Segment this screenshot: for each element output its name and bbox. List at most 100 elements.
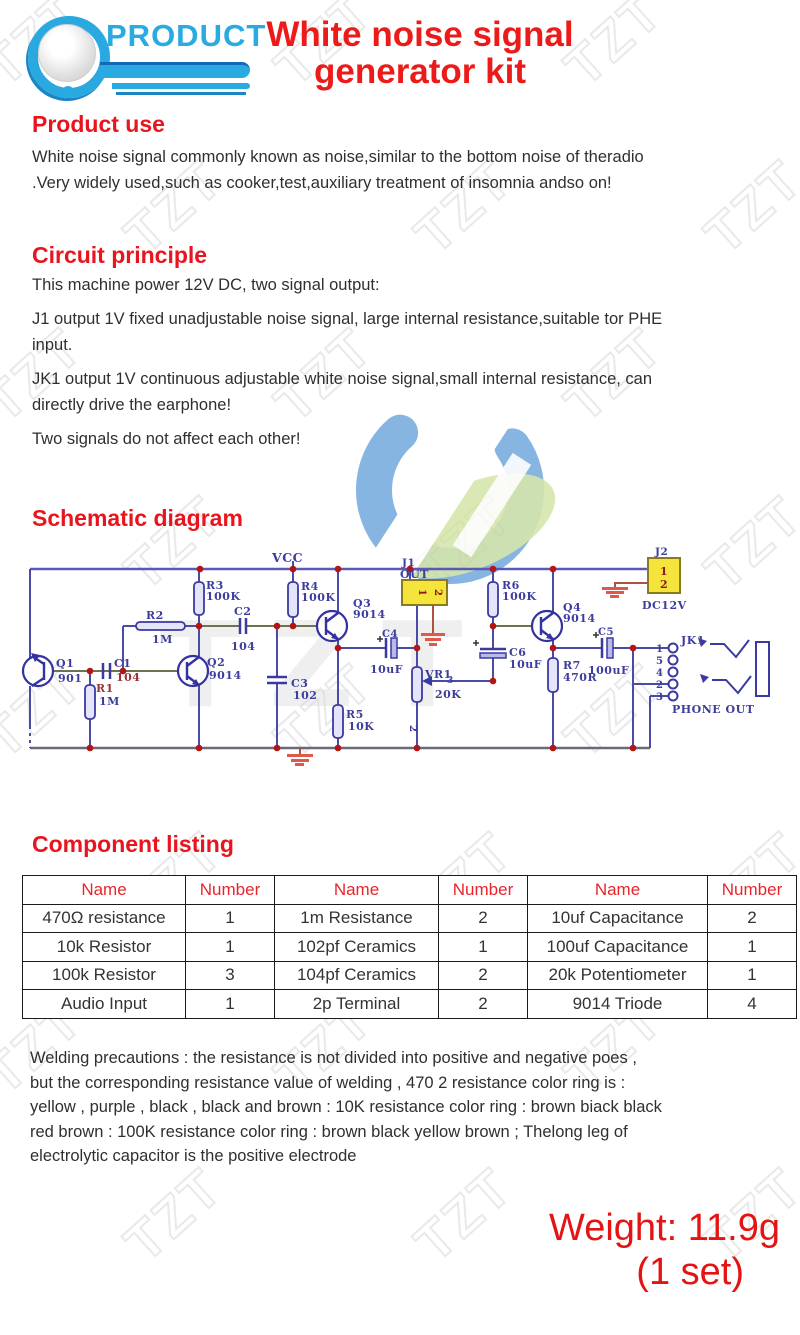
emitter-arrows bbox=[31, 633, 554, 686]
junction-dot bbox=[549, 744, 557, 752]
schematic-label-q4-val: 9014 bbox=[563, 612, 596, 625]
logo-bar bbox=[112, 83, 250, 89]
table-cell: 102pf Ceramics bbox=[274, 932, 439, 962]
schematic-label-q1-ref: Q1 bbox=[56, 657, 74, 670]
logo-dot bbox=[62, 86, 74, 98]
heading-component-listing: Component listing bbox=[32, 831, 234, 857]
resistor-R4 bbox=[287, 581, 299, 618]
schematic-label-r4-val: 100K bbox=[301, 591, 336, 604]
capacitor-C6 bbox=[479, 652, 507, 659]
junction-dot bbox=[489, 565, 497, 573]
jack-pin-5 bbox=[667, 654, 679, 666]
logo-bar bbox=[100, 62, 250, 78]
table-cell: 9014 Triode bbox=[527, 989, 708, 1019]
schematic-label-r3-ref: R3 bbox=[206, 579, 224, 592]
table-header-cell: Name bbox=[274, 875, 439, 905]
circuit-principle-para4: Two signals do not affect each other! bbox=[32, 426, 300, 452]
circuit-principle-para3: JK1 output 1V continuous adjustable whit… bbox=[32, 366, 652, 418]
schematic-label-r6-ref: R6 bbox=[502, 579, 520, 592]
text-line: but the corresponding resistance value o… bbox=[30, 1073, 626, 1092]
electrolytic-plates bbox=[390, 637, 614, 659]
table-cell: 470Ω resistance bbox=[22, 903, 186, 933]
jack-contact-upper bbox=[710, 639, 750, 659]
table-cell: 1 bbox=[185, 989, 275, 1019]
text-line: Welding precautions : the resistance is … bbox=[30, 1049, 637, 1067]
junction-dot bbox=[489, 677, 497, 685]
text-line: red brown : 100K resistance color ring :… bbox=[30, 1122, 628, 1141]
junction-dot bbox=[413, 644, 421, 652]
schematic-label-phone-out: PHONE OUT bbox=[672, 703, 755, 716]
schematic-label-r7-ref: R7 bbox=[563, 659, 581, 672]
schematic-label-c2-val: 104 bbox=[231, 640, 255, 653]
jack-pin-1 bbox=[667, 642, 679, 654]
capacitor-plates bbox=[101, 618, 604, 685]
tzt-watermark: TZT bbox=[693, 148, 800, 267]
junction-dot bbox=[289, 622, 297, 630]
table-cell: 1 bbox=[438, 932, 528, 962]
table-cell: 1 bbox=[707, 960, 797, 990]
table-cell: 104pf Ceramics bbox=[274, 960, 439, 990]
junction-dot bbox=[406, 565, 414, 573]
schematic-diagram: VCCR3100KR21MC2104R4100KQ39014J1OUT12R61… bbox=[21, 546, 770, 766]
text-line: electrolytic capacitor is the positive e… bbox=[30, 1147, 357, 1165]
table-cell: 100uf Capacitance bbox=[527, 932, 708, 962]
schematic-label-jk1-pin2: 2 bbox=[656, 680, 663, 691]
schematic-label-c6-val: 10uF bbox=[509, 658, 542, 671]
connector-J1 bbox=[401, 579, 448, 606]
capacitor-C5 bbox=[606, 637, 614, 659]
schematic-label-r1-val: 1M bbox=[99, 695, 120, 708]
table-cell: 1 bbox=[185, 932, 275, 962]
capacitor-C4 bbox=[390, 637, 398, 659]
junction-dot bbox=[86, 667, 94, 675]
polarity-marks bbox=[377, 632, 599, 646]
schematic-label-j2-val: DC12V bbox=[642, 599, 687, 612]
table-cell: 100k Resistor bbox=[22, 960, 186, 990]
junction-dot bbox=[195, 622, 203, 630]
capacitor-C3 bbox=[267, 675, 287, 685]
table-cell: 20k Potentiometer bbox=[527, 960, 708, 990]
text-line: .Very widely used,such as cooker,test,au… bbox=[32, 174, 612, 192]
text-line: Two signals do not affect each other! bbox=[32, 430, 301, 448]
page-title: White noise signal generator kit bbox=[248, 16, 592, 90]
schematic-label-c5-val: 100uF bbox=[588, 664, 629, 677]
text-line: JK1 output 1V continuous adjustable whit… bbox=[32, 370, 653, 388]
resistor-R5 bbox=[332, 704, 344, 739]
junction-dot bbox=[549, 565, 557, 573]
wires bbox=[29, 561, 668, 748]
weight-line-2: (1 set) bbox=[636, 1251, 744, 1293]
welding-precautions-text: Welding precautions : the resistance is … bbox=[30, 1046, 662, 1169]
transistors bbox=[21, 609, 564, 688]
jack-pin-3 bbox=[667, 690, 679, 702]
schematic-label-q3-ref: Q3 bbox=[353, 597, 371, 610]
heading-product-use: Product use bbox=[32, 111, 165, 137]
schematic-label-j2-pin1: 1 bbox=[660, 565, 668, 578]
table-header-cell: Number bbox=[185, 875, 275, 905]
table-header-cell: Number bbox=[438, 875, 528, 905]
jack-pin-2 bbox=[667, 678, 679, 690]
phone-jack bbox=[667, 638, 770, 702]
big-gray-watermark: TZT bbox=[160, 596, 491, 734]
table-cell: 10k Resistor bbox=[22, 932, 186, 962]
product-use-text: White noise signal commonly known as noi… bbox=[32, 144, 644, 196]
title-line-2: generator kit bbox=[314, 52, 526, 91]
transistor-inner bbox=[31, 612, 554, 687]
schematic-label-vcc: VCC bbox=[271, 550, 303, 565]
resistor-R7 bbox=[547, 657, 559, 693]
table-cell: Audio Input bbox=[22, 989, 186, 1019]
text-line: This machine power 12V DC, two signal ou… bbox=[32, 276, 380, 294]
table-cell: 1 bbox=[707, 932, 797, 962]
jack-sleeve bbox=[755, 641, 770, 697]
table-header-cell: Number bbox=[707, 875, 797, 905]
heading-circuit-principle: Circuit principle bbox=[32, 242, 208, 268]
capacitor-C2 bbox=[238, 618, 248, 634]
schematic-label-c1-val: 104 bbox=[116, 671, 140, 684]
schematic-label-q4-ref: Q4 bbox=[563, 601, 581, 614]
table-cell: 2p Terminal bbox=[274, 989, 439, 1019]
text-line: directly drive the earphone! bbox=[32, 396, 232, 414]
schematic-label-vr1-val: 20K bbox=[435, 688, 461, 701]
schematic-label-j2-pin2: 2 bbox=[660, 578, 668, 591]
